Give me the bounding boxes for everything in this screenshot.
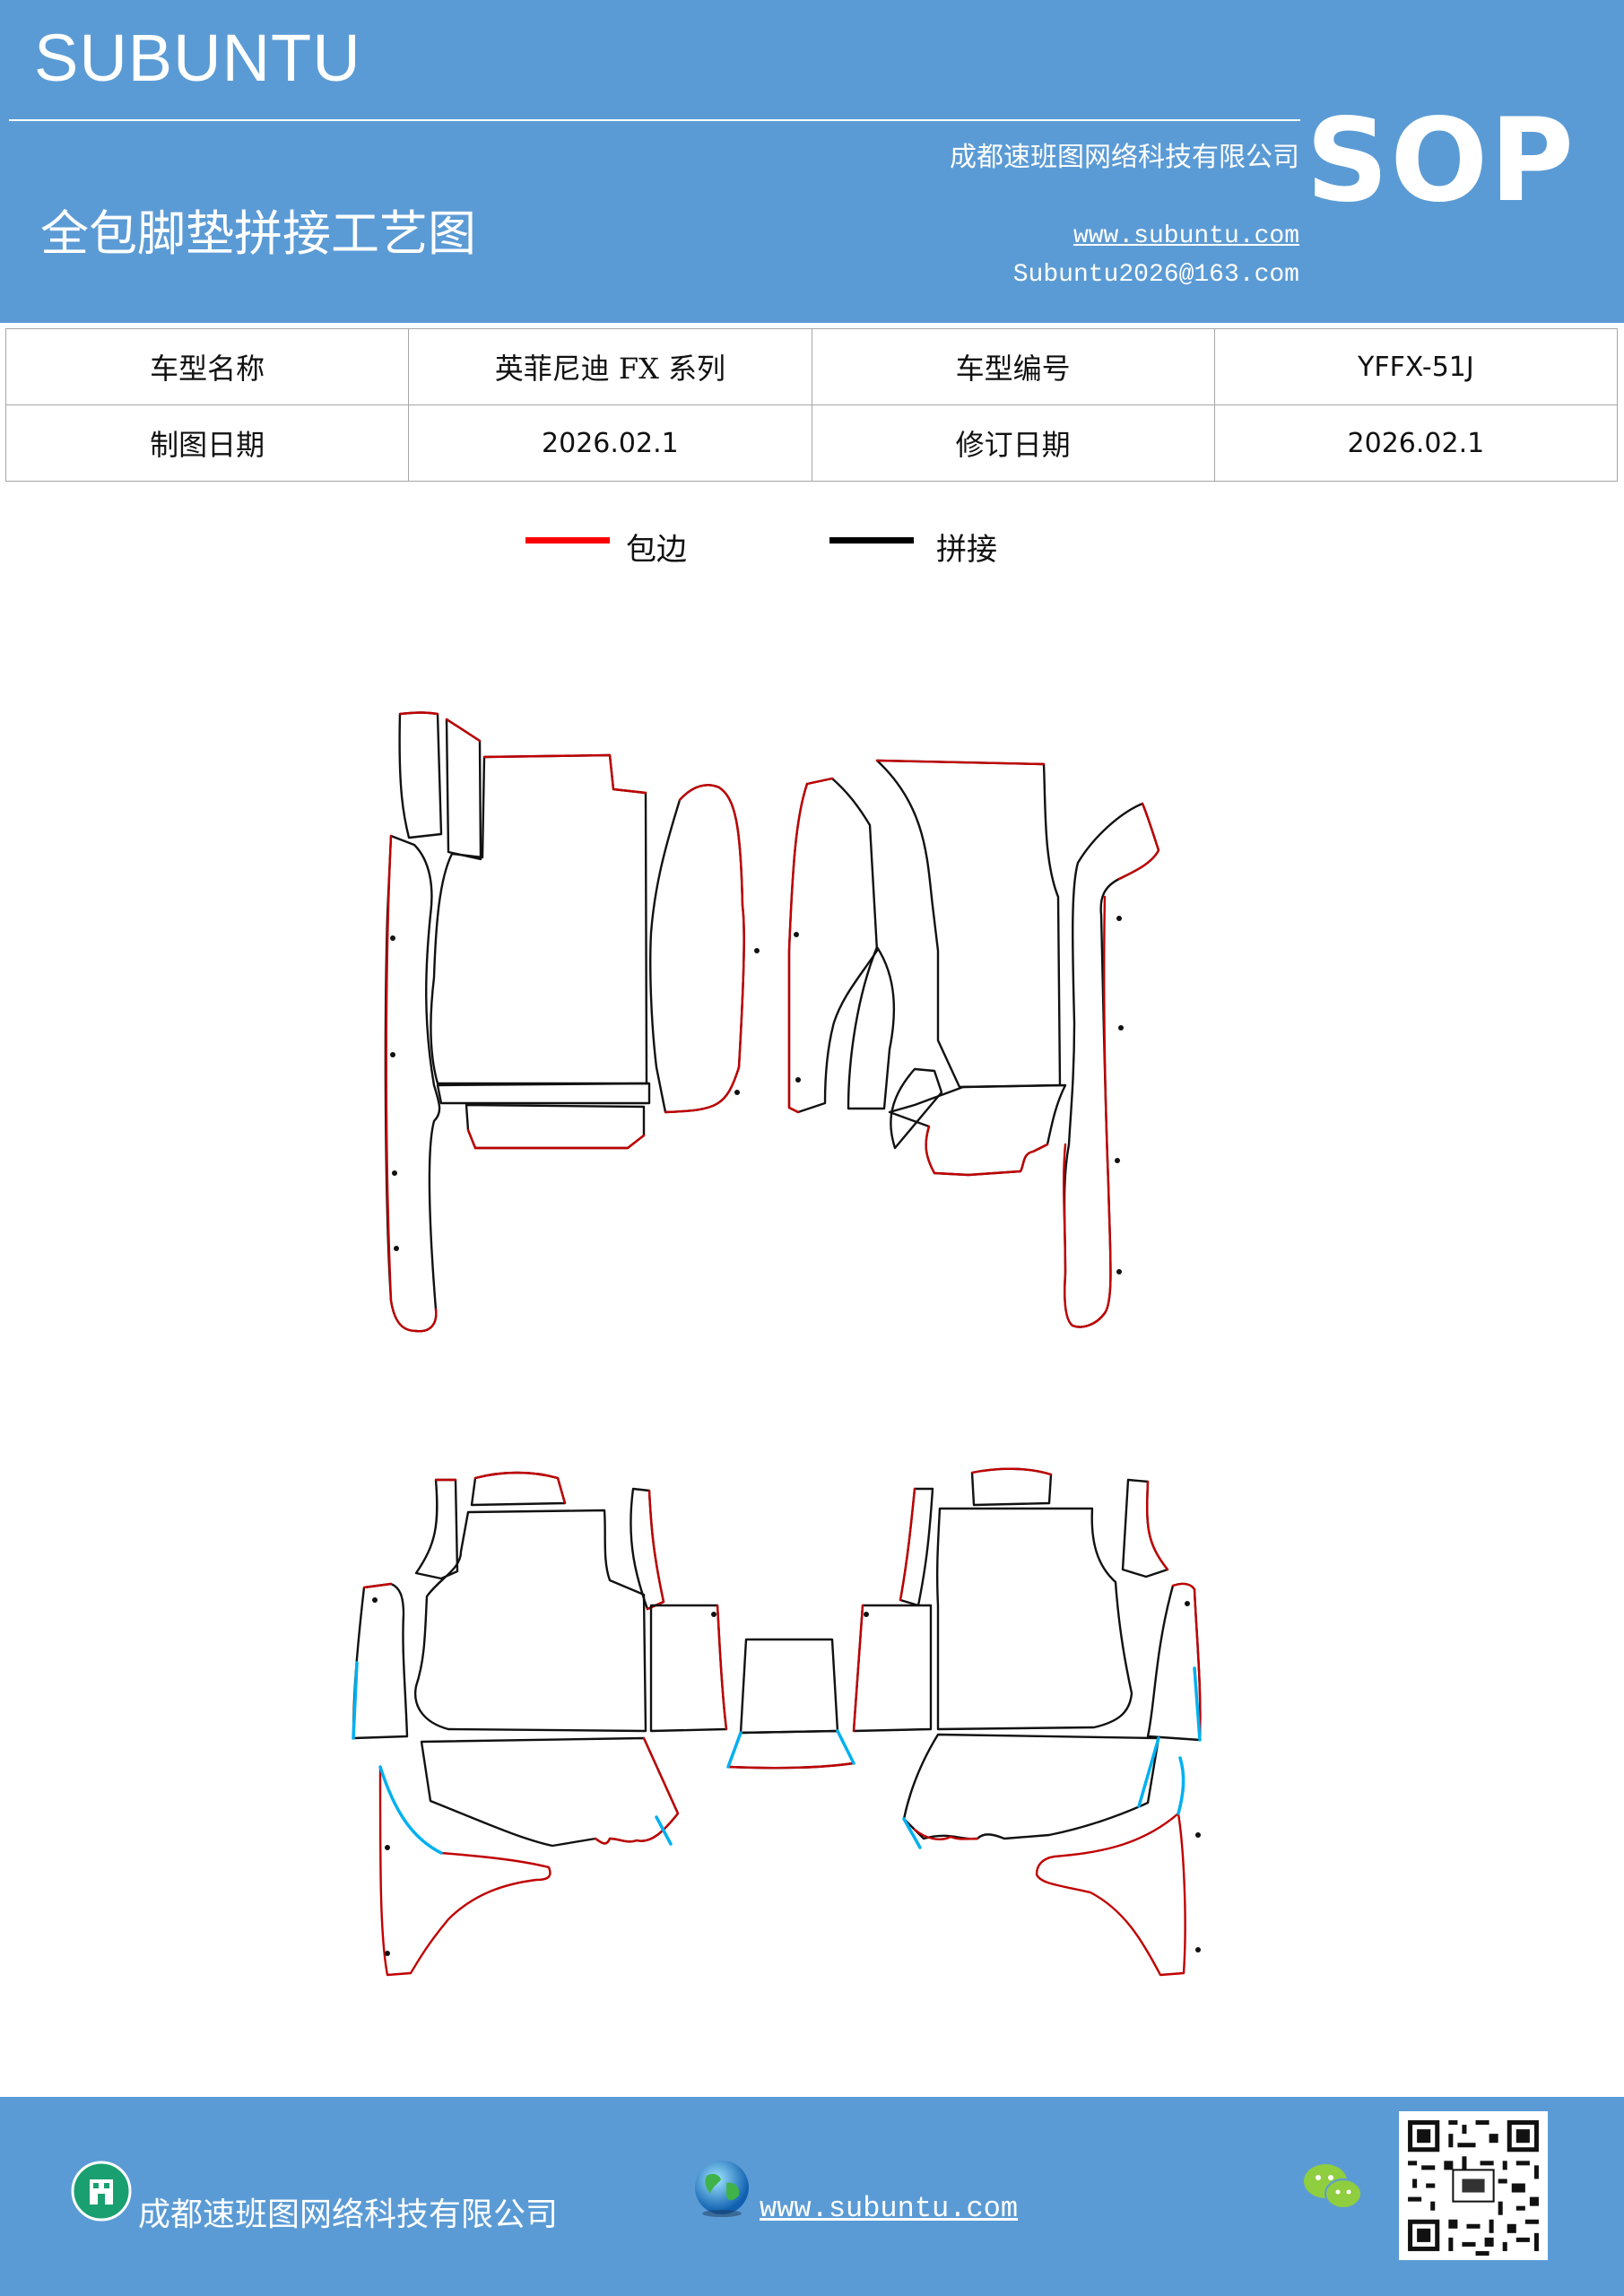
screw-dot — [390, 935, 395, 941]
mat-piece — [465, 1103, 646, 1150]
screw-dot — [385, 1845, 390, 1850]
label-draw-date: 制图日期 — [4, 404, 410, 482]
company-name: 成都速班图网络科技有限公司 — [950, 142, 1299, 173]
mat-piece — [899, 1487, 934, 1607]
mat-piece — [649, 784, 745, 1114]
screw-dot — [794, 932, 799, 937]
mat-piece — [414, 1478, 459, 1580]
legend-swatch-seam — [829, 537, 914, 544]
header-divider — [9, 119, 1300, 121]
screw-dot — [1195, 1947, 1201, 1952]
value-draw-date: 2026.02.1 — [408, 404, 812, 482]
table-row: 车型名称 英菲尼迪 FX 系列 车型编号 YFFX-51J — [4, 328, 1619, 405]
value-model-code: YFFX-51J — [1213, 328, 1619, 405]
mat-piece — [420, 1736, 680, 1848]
mat-piece — [875, 759, 1062, 1089]
qr-code — [1399, 2111, 1548, 2260]
mat-piece — [384, 834, 441, 1333]
screw-dot — [372, 1597, 378, 1603]
value-revision-date: 2026.02.1 — [1213, 404, 1619, 482]
mat-piece — [726, 1729, 855, 1770]
mat-piece — [445, 718, 482, 861]
mat-piece — [470, 1471, 567, 1507]
mat-piece — [378, 1765, 551, 1977]
sop-badge: SOP — [1306, 94, 1576, 228]
mat-piece — [398, 711, 443, 839]
floor-mat-diagram — [352, 711, 1202, 1977]
mat-piece — [935, 1507, 1133, 1731]
value-model-name: 英菲尼迪 FX 系列 — [408, 328, 812, 405]
screw-dot — [1118, 1025, 1124, 1031]
label-revision-date: 修订日期 — [811, 404, 1215, 482]
screw-dot — [1115, 1158, 1120, 1163]
mat-piece — [649, 1604, 728, 1733]
legend: 包边 拼接 — [0, 525, 1624, 570]
mat-piece — [902, 1733, 1160, 1840]
header-banner: SUBUNTU 成都速班图网络科技有限公司 全包脚垫拼接工艺图 www.subu… — [0, 0, 1624, 323]
screw-dot — [864, 1612, 869, 1617]
table-row: 制图日期 2026.02.1 修订日期 2026.02.1 — [4, 404, 1619, 482]
screw-dot — [1116, 916, 1122, 921]
mat-piece — [890, 1067, 943, 1150]
mat-piece — [430, 753, 648, 1085]
label-model-name: 车型名称 — [4, 328, 410, 405]
document-title: 全包脚垫拼接工艺图 — [40, 205, 476, 262]
mat-piece — [1035, 1812, 1186, 1977]
mat-piece — [787, 777, 879, 1114]
mat-piece — [1146, 1582, 1202, 1742]
screw-dot — [394, 1246, 399, 1251]
footer-banner: 成都速班图网络科技有限公司 www.subuntu.com — [0, 2097, 1624, 2296]
mat-piece — [888, 1083, 1067, 1177]
screw-dot — [392, 1170, 397, 1176]
front-left-mat-group — [384, 711, 760, 1333]
rear-right-mat-group — [852, 1467, 1202, 1977]
mat-piece — [352, 1582, 409, 1740]
vehicle-info-table: 车型名称 英菲尼迪 FX 系列 车型编号 YFFX-51J 制图日期 2026.… — [4, 328, 1619, 482]
screw-dot — [795, 1077, 801, 1083]
mat-piece — [1063, 802, 1160, 1328]
globe-icon — [695, 2161, 749, 2217]
rear-left-mat-group — [352, 1471, 728, 1977]
email-address: Subuntu2026@163.com — [1012, 261, 1299, 289]
screw-dot — [734, 1090, 740, 1095]
mat-piece — [739, 1638, 839, 1735]
mat-piece — [970, 1467, 1053, 1507]
screw-dot — [385, 1951, 390, 1956]
mat-piece — [852, 1604, 933, 1733]
footer-company-name: 成都速班图网络科技有限公司 — [138, 2196, 559, 2233]
legend-swatch-binding — [525, 537, 610, 544]
mat-piece — [413, 1509, 647, 1733]
screw-dot — [1116, 1269, 1122, 1274]
rear-center-mat-group — [726, 1638, 855, 1770]
label-model-code: 车型编号 — [811, 328, 1215, 405]
building-icon — [71, 2161, 132, 2222]
website-link[interactable]: www.subuntu.com — [1073, 222, 1299, 250]
front-right-mat-group — [787, 759, 1160, 1328]
legend-label-seam: 拼接 — [936, 532, 997, 568]
screw-dot — [1185, 1601, 1190, 1606]
brand-name: SUBUNTU — [34, 21, 361, 95]
mat-piece — [847, 945, 896, 1110]
footer-website-link[interactable]: www.subuntu.com — [760, 2192, 1019, 2225]
legend-label-binding: 包边 — [626, 532, 687, 568]
mat-piece — [436, 1082, 651, 1105]
screw-dot — [711, 1612, 716, 1617]
screw-dot — [390, 1052, 395, 1057]
wechat-icon — [1304, 2164, 1362, 2209]
screw-dot — [754, 948, 760, 953]
screw-dot — [1195, 1832, 1201, 1838]
